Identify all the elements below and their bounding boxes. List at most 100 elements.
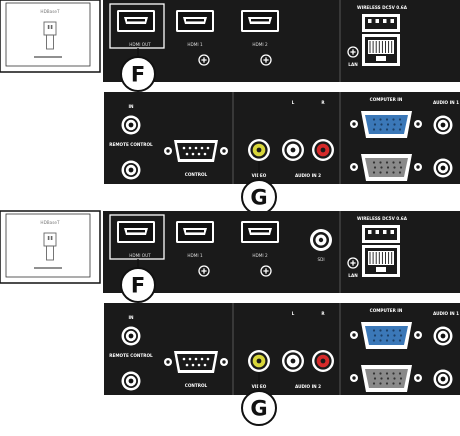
hdbaset-inner bbox=[5, 2, 91, 67]
usb-port-icon bbox=[43, 21, 57, 50]
db9-pin bbox=[185, 363, 189, 367]
screw-icon bbox=[220, 358, 228, 366]
rj45-port-icon bbox=[362, 225, 400, 243]
db9-pin bbox=[203, 152, 207, 156]
rca-jack-icon bbox=[248, 350, 270, 372]
vga-pin bbox=[398, 339, 402, 342]
audio-jack-icon bbox=[121, 371, 141, 391]
lan-latch bbox=[376, 56, 386, 61]
lan-label: LAN bbox=[348, 273, 358, 278]
wireless-pin bbox=[383, 19, 387, 23]
vga-pin bbox=[393, 334, 396, 337]
monitor-pin bbox=[392, 161, 395, 164]
screw-icon bbox=[350, 163, 358, 171]
screw-icon bbox=[164, 147, 172, 155]
control-label: CONTROL bbox=[185, 383, 208, 388]
vga-pin bbox=[398, 128, 402, 131]
monitor-pin bbox=[372, 382, 376, 385]
upper-panel bbox=[103, 0, 460, 82]
rj45-port-icon bbox=[362, 14, 400, 32]
remote-in-label: IN bbox=[128, 104, 134, 109]
db9-cavity bbox=[177, 354, 215, 370]
usb-port-stem bbox=[46, 245, 54, 261]
monitor-cavity bbox=[365, 158, 408, 177]
audio-jack-icon bbox=[433, 115, 453, 135]
monitor-pin bbox=[392, 372, 395, 375]
hdmi1-label: HDMI 1 bbox=[187, 42, 203, 47]
vga-pin bbox=[385, 118, 389, 121]
computer-in-label: COMPUTER IN bbox=[370, 308, 403, 313]
audio-right-jack-pin bbox=[320, 147, 326, 153]
wireless-label: WIRELESS DC5V 0.6A bbox=[357, 216, 408, 221]
video-jack-pin bbox=[256, 358, 262, 364]
vga-port-icon bbox=[350, 322, 422, 349]
vga-pin bbox=[386, 123, 390, 126]
hdmi-port-icon bbox=[117, 10, 155, 32]
monitor-pin bbox=[385, 382, 389, 385]
vga-pin bbox=[399, 334, 403, 337]
db9-pin bbox=[197, 363, 201, 367]
audio-jack-icon bbox=[121, 326, 141, 346]
vga-pin bbox=[385, 329, 389, 332]
monitor-pin bbox=[372, 161, 376, 164]
vga-pin bbox=[392, 118, 395, 121]
callout-g-text: G bbox=[250, 397, 267, 421]
vga-cavity bbox=[365, 326, 408, 345]
vga-pin bbox=[385, 128, 389, 131]
monitor-pin bbox=[379, 161, 382, 164]
db9-cavity bbox=[177, 143, 215, 159]
remote-out-label: OUT bbox=[126, 397, 136, 402]
vga-pin bbox=[373, 123, 377, 126]
hdmi-port-icon bbox=[176, 10, 214, 32]
db9-pin bbox=[206, 146, 210, 150]
vga-pin bbox=[392, 339, 395, 342]
audio-left-jack-pin bbox=[290, 147, 296, 153]
monitor-out-label: MONITOR OUT bbox=[369, 398, 403, 403]
monitor-pin bbox=[372, 372, 376, 375]
vga-port-icon bbox=[350, 154, 422, 181]
audio-in1-label: AUDIO IN 1 bbox=[433, 100, 459, 105]
rca-jack-icon bbox=[312, 350, 334, 372]
usb-port-pin-right bbox=[50, 236, 53, 240]
monitor-pin bbox=[385, 171, 389, 174]
rj45-port-icon bbox=[362, 34, 400, 66]
rj45-port-icon bbox=[362, 245, 400, 277]
monitor-pin bbox=[386, 377, 390, 380]
vga-pin bbox=[379, 329, 382, 332]
screw-icon bbox=[347, 46, 359, 58]
vga-pin bbox=[392, 128, 395, 131]
upper-panel bbox=[103, 211, 460, 293]
vga-pin bbox=[380, 123, 383, 126]
vga-pin bbox=[386, 334, 390, 337]
monitor-pin bbox=[385, 372, 389, 375]
db9-pin bbox=[206, 357, 210, 361]
db9-pin bbox=[191, 363, 195, 367]
rca-jack-icon bbox=[282, 139, 304, 161]
r-label: R bbox=[321, 100, 325, 105]
wireless-pin bbox=[368, 230, 372, 234]
monitor-pin bbox=[380, 377, 383, 380]
remote-out-label: OUT bbox=[126, 186, 136, 191]
monitor-pin bbox=[398, 372, 402, 375]
db9-pin bbox=[182, 357, 186, 361]
audio-in1-label: AUDIO IN 1 bbox=[433, 311, 459, 316]
audio-jack-icon bbox=[433, 326, 453, 346]
rca-jack-icon bbox=[312, 139, 334, 161]
db9-pin bbox=[203, 363, 207, 367]
vga-pin bbox=[372, 128, 376, 131]
wireless-label: WIRELESS DC5V 0.6A bbox=[357, 5, 408, 10]
vga-port-icon bbox=[350, 111, 422, 138]
vga-pin bbox=[372, 329, 376, 332]
db9-pin bbox=[191, 152, 195, 156]
remote-control-label: REMOTE CONTROL bbox=[109, 353, 153, 358]
wireless-slot bbox=[365, 228, 397, 240]
lan-label: LAN bbox=[348, 62, 358, 67]
monitor-pin bbox=[379, 382, 382, 385]
monitor-pin bbox=[379, 372, 382, 375]
db9-pin bbox=[200, 357, 204, 361]
audio-jack-icon bbox=[433, 369, 453, 389]
monitor-pin bbox=[399, 377, 403, 380]
monitor-pin bbox=[373, 377, 377, 380]
